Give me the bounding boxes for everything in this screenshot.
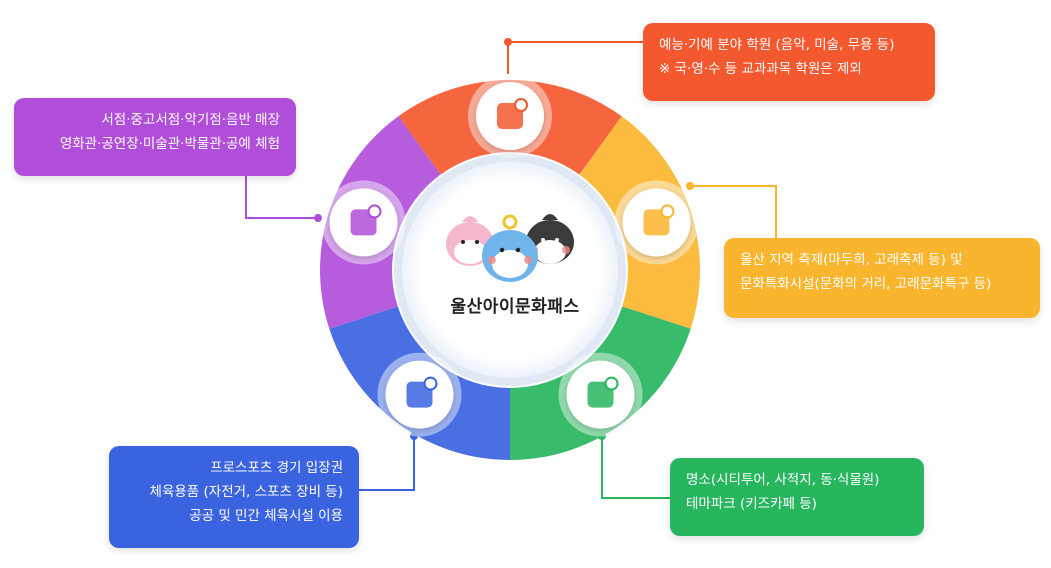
callout-books-culture: 서점·중고서점·악기점·음반 매장 영화관·공연장·미술관·박물관·공예 체험 xyxy=(14,98,296,176)
callout-line: 문화특화시설(문화의 거리, 고래문화특구 등) xyxy=(740,276,992,292)
callout-line: 테마파크 (키즈카페 등) xyxy=(686,496,817,512)
callout-line: ※ 국·영·수 등 교과과목 학원은 제외 xyxy=(659,61,862,77)
callout-places: 명소(시티투어, 사적지, 동·식물원) 테마파크 (키즈카페 등) xyxy=(670,458,924,536)
connector-books xyxy=(245,176,318,219)
book-pencil-icon xyxy=(468,74,552,158)
connector-arts xyxy=(507,41,643,74)
center-title: 울산아이문화패스 xyxy=(450,297,580,317)
callout-line: 체육용품 (자전거, 스포츠 장비 등) xyxy=(149,484,343,500)
landscape-icon xyxy=(558,352,643,437)
callout-arts-academies: 예능·기예 분야 학원 (음악, 미술, 무용 등) ※ 국·영·수 등 교과과… xyxy=(643,23,935,101)
mascot-group-icon xyxy=(446,214,574,282)
ferris-wheel-icon xyxy=(321,180,406,265)
callout-line: 프로스포츠 경기 입장권 xyxy=(210,460,343,476)
callout-line: 울산 지역 축제(마두희, 고래축제 등) 및 xyxy=(740,252,963,268)
callout-line: 영화관·공연장·미술관·박물관·공예 체험 xyxy=(59,136,280,152)
connector-festival xyxy=(690,185,777,238)
connector-places xyxy=(601,436,670,499)
callout-sports: 프로스포츠 경기 입장권 체육용품 (자전거, 스포츠 장비 등) 공공 및 민… xyxy=(109,446,359,548)
callout-line: 공공 및 민간 체육시설 이용 xyxy=(189,508,343,524)
callout-festivals: 울산 지역 축제(마두희, 고래축제 등) 및 문화특화시설(문화의 거리, 고… xyxy=(724,238,1040,318)
callout-line: 예능·기예 분야 학원 (음악, 미술, 무용 등) xyxy=(659,37,895,53)
map-flag-icon xyxy=(614,180,699,265)
sports-balls-icon xyxy=(377,352,462,437)
connector-sports xyxy=(359,436,415,491)
callout-line: 명소(시티투어, 사적지, 동·식물원) xyxy=(686,472,880,488)
callout-line: 서점·중고서점·악기점·음반 매장 xyxy=(101,112,280,128)
